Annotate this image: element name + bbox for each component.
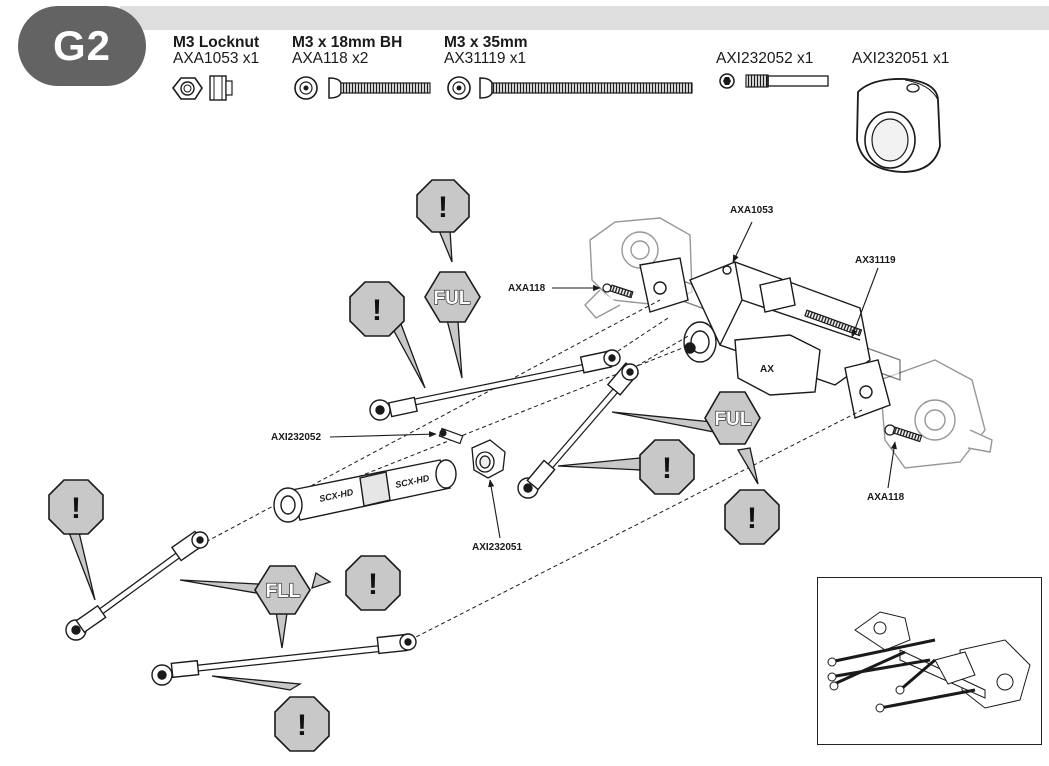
warning-octagon-icon: [48, 179, 780, 752]
part-name-locknut: M3 Locknut: [173, 34, 260, 51]
warning-symbols: ! ! ! ! ! ! !: [71, 191, 757, 742]
badge-ful-upper: [424, 271, 481, 323]
svg-text:!: !: [368, 568, 378, 601]
set-screw-exploded-icon: [438, 427, 464, 445]
upper-link-left: [369, 349, 621, 421]
lower-link-left: [65, 530, 209, 641]
badge-fll-label: FLL: [266, 581, 301, 602]
lower-link-bottom: [151, 633, 417, 686]
part-code-collar: AXI232051 x1: [852, 50, 950, 67]
part-code-35mm: AX31119 x1: [444, 50, 527, 67]
badge-ful-upper-label: FUL: [434, 288, 471, 309]
header-bar: [120, 6, 1049, 30]
part-code-locknut: AXA1053 x1: [173, 50, 260, 67]
screw-axa118-top: [602, 283, 634, 299]
callout-axi232051: AXI232051: [472, 542, 522, 553]
callout-leaders: [329, 221, 898, 539]
callout-axa1053: AXA1053: [730, 205, 774, 216]
completed-view-inset: [817, 577, 1042, 745]
driveshaft: SCX-HD SCX-HD: [273, 459, 457, 523]
front-axle-assembly: AX: [584, 217, 993, 469]
collar-exploded-icon: [471, 439, 506, 479]
step-badge: G2: [18, 6, 146, 86]
badge-fll: [254, 565, 311, 615]
locknut-icon: [171, 75, 233, 101]
screw-35mm-icon: [447, 76, 693, 100]
screw-ax31119: [804, 309, 863, 337]
svg-text:!: !: [71, 492, 81, 525]
step-label: G2: [52, 22, 112, 69]
link-badges: [254, 271, 761, 615]
set-screw-pin-icon: [719, 73, 829, 89]
part-name-35mm: M3 x 35mm: [444, 34, 528, 51]
part-code-set-screw: AXI232052 x1: [716, 50, 814, 67]
badge-pointers: [67, 227, 759, 691]
svg-text:!: !: [438, 191, 448, 224]
badge-ful-lower-label: FUL: [715, 409, 752, 430]
svg-text:!: !: [662, 452, 672, 485]
svg-text:AX: AX: [760, 364, 774, 375]
callout-axa118-top: AXA118: [508, 283, 546, 294]
part-code-18mm-bh: AXA118 x2: [292, 50, 369, 67]
callout-axi232052: AXI232052: [271, 432, 321, 443]
badge-ful-lower: [704, 391, 761, 445]
driveshaft-collar-icon: [856, 78, 941, 173]
upper-link-right: [517, 362, 640, 499]
svg-text:!: !: [747, 502, 757, 535]
part-name-18mm-bh: M3 x 18mm BH: [292, 34, 403, 51]
svg-text:!: !: [297, 709, 307, 742]
callout-axa118-bottom: AXA118: [867, 492, 905, 503]
svg-text:!: !: [372, 294, 382, 327]
button-head-screw-18mm-icon: [294, 76, 431, 100]
callout-ax31119: AX31119: [855, 255, 896, 266]
completed-assembly-thumbnail: [827, 611, 1031, 713]
screw-axa118-bottom: [884, 424, 923, 443]
